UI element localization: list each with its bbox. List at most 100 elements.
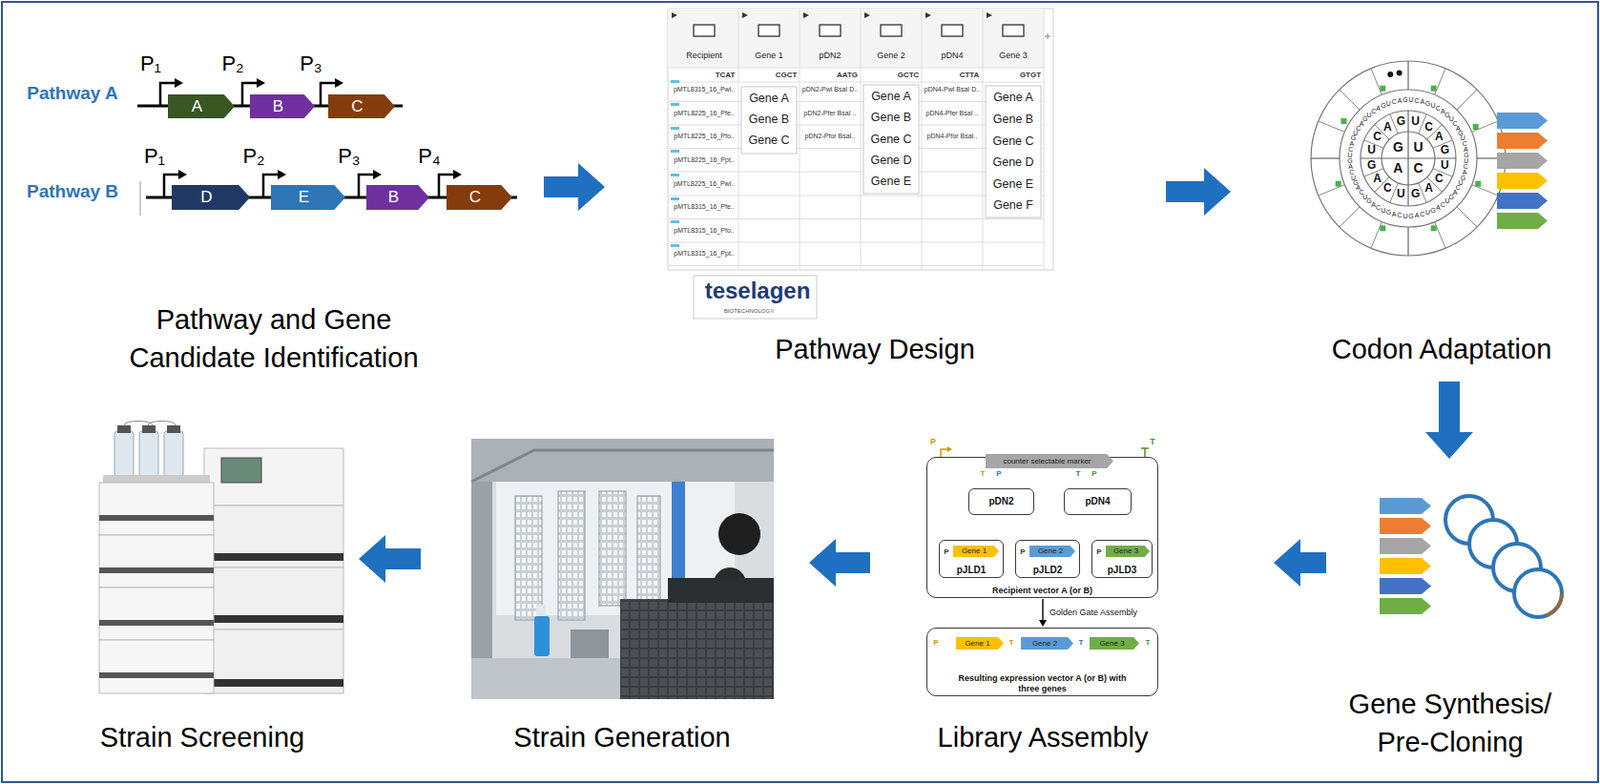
codon-letter: U — [1348, 151, 1353, 160]
promoter-arrowhead-part — [174, 78, 184, 88]
table-cell: Gene B — [748, 113, 790, 127]
table-cell: Gene D — [870, 154, 912, 168]
lab-photo-part — [515, 496, 542, 621]
arrow-fill — [171, 185, 250, 210]
node-text: A — [191, 97, 203, 117]
node-text: pDN4 — [1084, 496, 1110, 508]
codon-letter: C — [1396, 211, 1402, 220]
table-cell: Gene D — [992, 156, 1034, 170]
flow-arrow — [1273, 539, 1327, 587]
plasmid-icons — [1445, 496, 1562, 618]
row-name: pMTL8315_16_Ppt.. — [673, 249, 734, 258]
table-cell: Gene B — [871, 111, 912, 125]
column-header: pDN2 — [818, 51, 841, 62]
plasmid-icons-part — [1514, 569, 1562, 618]
hplc-instrument-part — [166, 425, 181, 434]
codon-letter: U — [1396, 188, 1406, 202]
caption-holder: Gene Synthesis/ Pre-Cloning — [1330, 685, 1570, 762]
codon-wheel-part — [1360, 110, 1456, 207]
table-cell: pDN2-Pfer BsaI .. — [804, 109, 857, 118]
codon-letter: A — [1392, 161, 1403, 176]
element-symbol: T — [1145, 639, 1151, 648]
pathway-name: Pathway B — [26, 182, 119, 203]
codon-letter: A — [1355, 185, 1361, 193]
hplc-instrument-part — [204, 505, 344, 568]
promoter-label: P₂ — [221, 52, 244, 76]
caption-holder: Codon Adaptation — [1279, 330, 1600, 369]
promoter-arrowhead-part — [178, 169, 188, 180]
codon-letter: U — [1425, 209, 1431, 218]
codon-letter: U — [1380, 207, 1386, 215]
codon-arrows-part — [1496, 152, 1548, 169]
column-header: Gene 3 — [998, 51, 1028, 62]
software-screenshot-part-part — [758, 24, 780, 37]
codon-letter: G — [1402, 96, 1408, 104]
codon-letter: C — [1383, 183, 1393, 196]
gene-arrow: Gene 1 — [955, 637, 1004, 650]
codon-letter: U — [1463, 157, 1469, 166]
codon-letter: A — [1371, 201, 1376, 209]
software-screenshot-part-part — [941, 24, 963, 37]
stop-dot — [1387, 71, 1393, 78]
node-text: B — [272, 97, 284, 117]
codon-letter: C — [1452, 120, 1457, 128]
overhang-code: CTTA — [959, 71, 980, 81]
arrow-fill — [366, 185, 430, 210]
wheel-marker — [1379, 225, 1386, 231]
vector-box: Recipient vector A (or B)counter selecta… — [926, 457, 1159, 599]
codon-letter: G — [1350, 135, 1356, 144]
codon-letter: U — [1386, 100, 1392, 108]
flow-arrow — [809, 539, 871, 587]
element-symbol: P — [1019, 548, 1025, 558]
codon-arrows-part — [1496, 112, 1548, 129]
gene-arrow: C — [328, 94, 395, 119]
codon-letter: C — [1462, 140, 1468, 148]
software-screenshot-part — [671, 12, 993, 19]
lab-photo-part — [471, 450, 774, 482]
codon-letter: C — [1375, 204, 1381, 212]
row-name: pMTL8225_16_Ppt.. — [673, 156, 734, 165]
hplc-instrument-part — [99, 640, 214, 694]
wheel-divider — [1390, 183, 1398, 203]
gene-arrow: Gene 2 — [1029, 545, 1076, 558]
codon-letter: C — [1419, 210, 1425, 219]
vector-box: Resulting expression vector A (or B) wit… — [926, 627, 1159, 697]
caption-holder: Library Assembly — [899, 718, 1186, 757]
codon-letter: A — [1424, 183, 1434, 196]
wheel-marker — [1475, 181, 1481, 188]
codon-letter: G — [1408, 212, 1413, 221]
arrow-fill — [249, 94, 315, 119]
element-symbol: T — [980, 470, 986, 479]
software-screenshot-part-part — [670, 103, 680, 106]
column-header: Gene 1 — [754, 51, 784, 62]
software-screenshot-part-part — [1043, 8, 1045, 271]
overhang-code: TCAT — [715, 71, 736, 81]
table-cell: pDN4-Pwl BsaI D.. — [924, 85, 980, 94]
software-screenshot-part-part — [921, 8, 923, 271]
wheel-divider — [1408, 157, 1456, 159]
element-symbol: P — [933, 639, 938, 648]
software-screenshot — [667, 8, 1054, 319]
table-cell: Gene C — [992, 135, 1034, 149]
software-screenshot-part — [667, 8, 1054, 271]
codon-letter: G — [1425, 100, 1431, 108]
codon-letter: U — [1444, 197, 1450, 206]
caption-holder: Pathway and Gene Candidate Identificatio… — [106, 300, 441, 377]
lab-photo-part — [534, 616, 550, 657]
codon-letter: U — [1366, 111, 1372, 120]
stage-caption: Strain Generation — [440, 718, 804, 757]
row-name: pMTL8225_16_Pwl.. — [673, 180, 735, 188]
software-screenshot-part-part — [667, 265, 1044, 267]
software-screenshot-part-part — [667, 82, 1044, 84]
codon-letter: A — [1348, 163, 1353, 171]
arrow-fill — [953, 545, 999, 558]
codon-letter: G — [1463, 151, 1469, 160]
codon-letter: C — [1424, 121, 1434, 134]
wheel-marker — [1335, 181, 1342, 188]
lab-photo-part — [558, 491, 585, 621]
wheel-marker — [1379, 85, 1386, 92]
lab-photo-part — [599, 491, 626, 606]
codon-arrows-part — [1496, 212, 1548, 229]
overhang-code: GCTC — [897, 71, 920, 81]
